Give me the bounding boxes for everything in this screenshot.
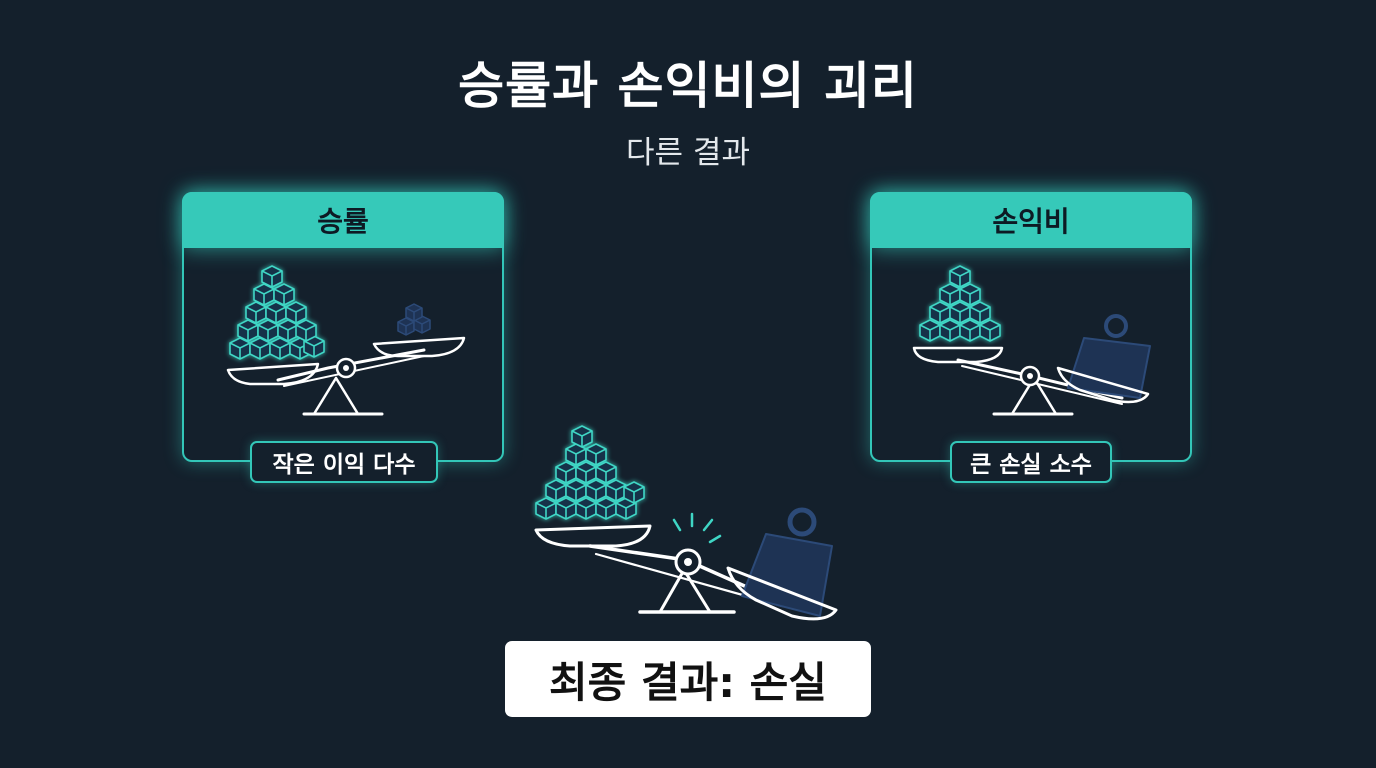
risk-reward-panel-title: 손익비 bbox=[870, 192, 1192, 248]
cube-pile-icon bbox=[535, 425, 645, 520]
balance-scale-icon bbox=[534, 425, 838, 621]
balance-scale-icon bbox=[226, 265, 466, 416]
small-cube-icon bbox=[397, 303, 431, 336]
win-rate-label: 작은 이익 다수 bbox=[250, 441, 438, 483]
heavy-weight-icon bbox=[741, 507, 833, 617]
risk-reward-label: 큰 손실 소수 bbox=[950, 441, 1112, 483]
page-subtitle: 다른 결과 bbox=[626, 135, 750, 171]
page-title: 승률과 손익비의 괴리 bbox=[458, 57, 918, 115]
risk-reward-panel: 손익비 bbox=[870, 192, 1192, 462]
strain-marks-icon bbox=[672, 512, 722, 544]
cube-pile-icon bbox=[229, 265, 325, 360]
final-result: 최종 결과: 손실 bbox=[505, 641, 871, 717]
cube-pile-icon bbox=[919, 265, 1001, 342]
heavy-weight-icon bbox=[1067, 314, 1151, 399]
win-rate-panel: 승률 bbox=[182, 192, 504, 462]
balance-scale-icon bbox=[912, 265, 1151, 416]
win-rate-panel-title: 승률 bbox=[182, 192, 504, 248]
